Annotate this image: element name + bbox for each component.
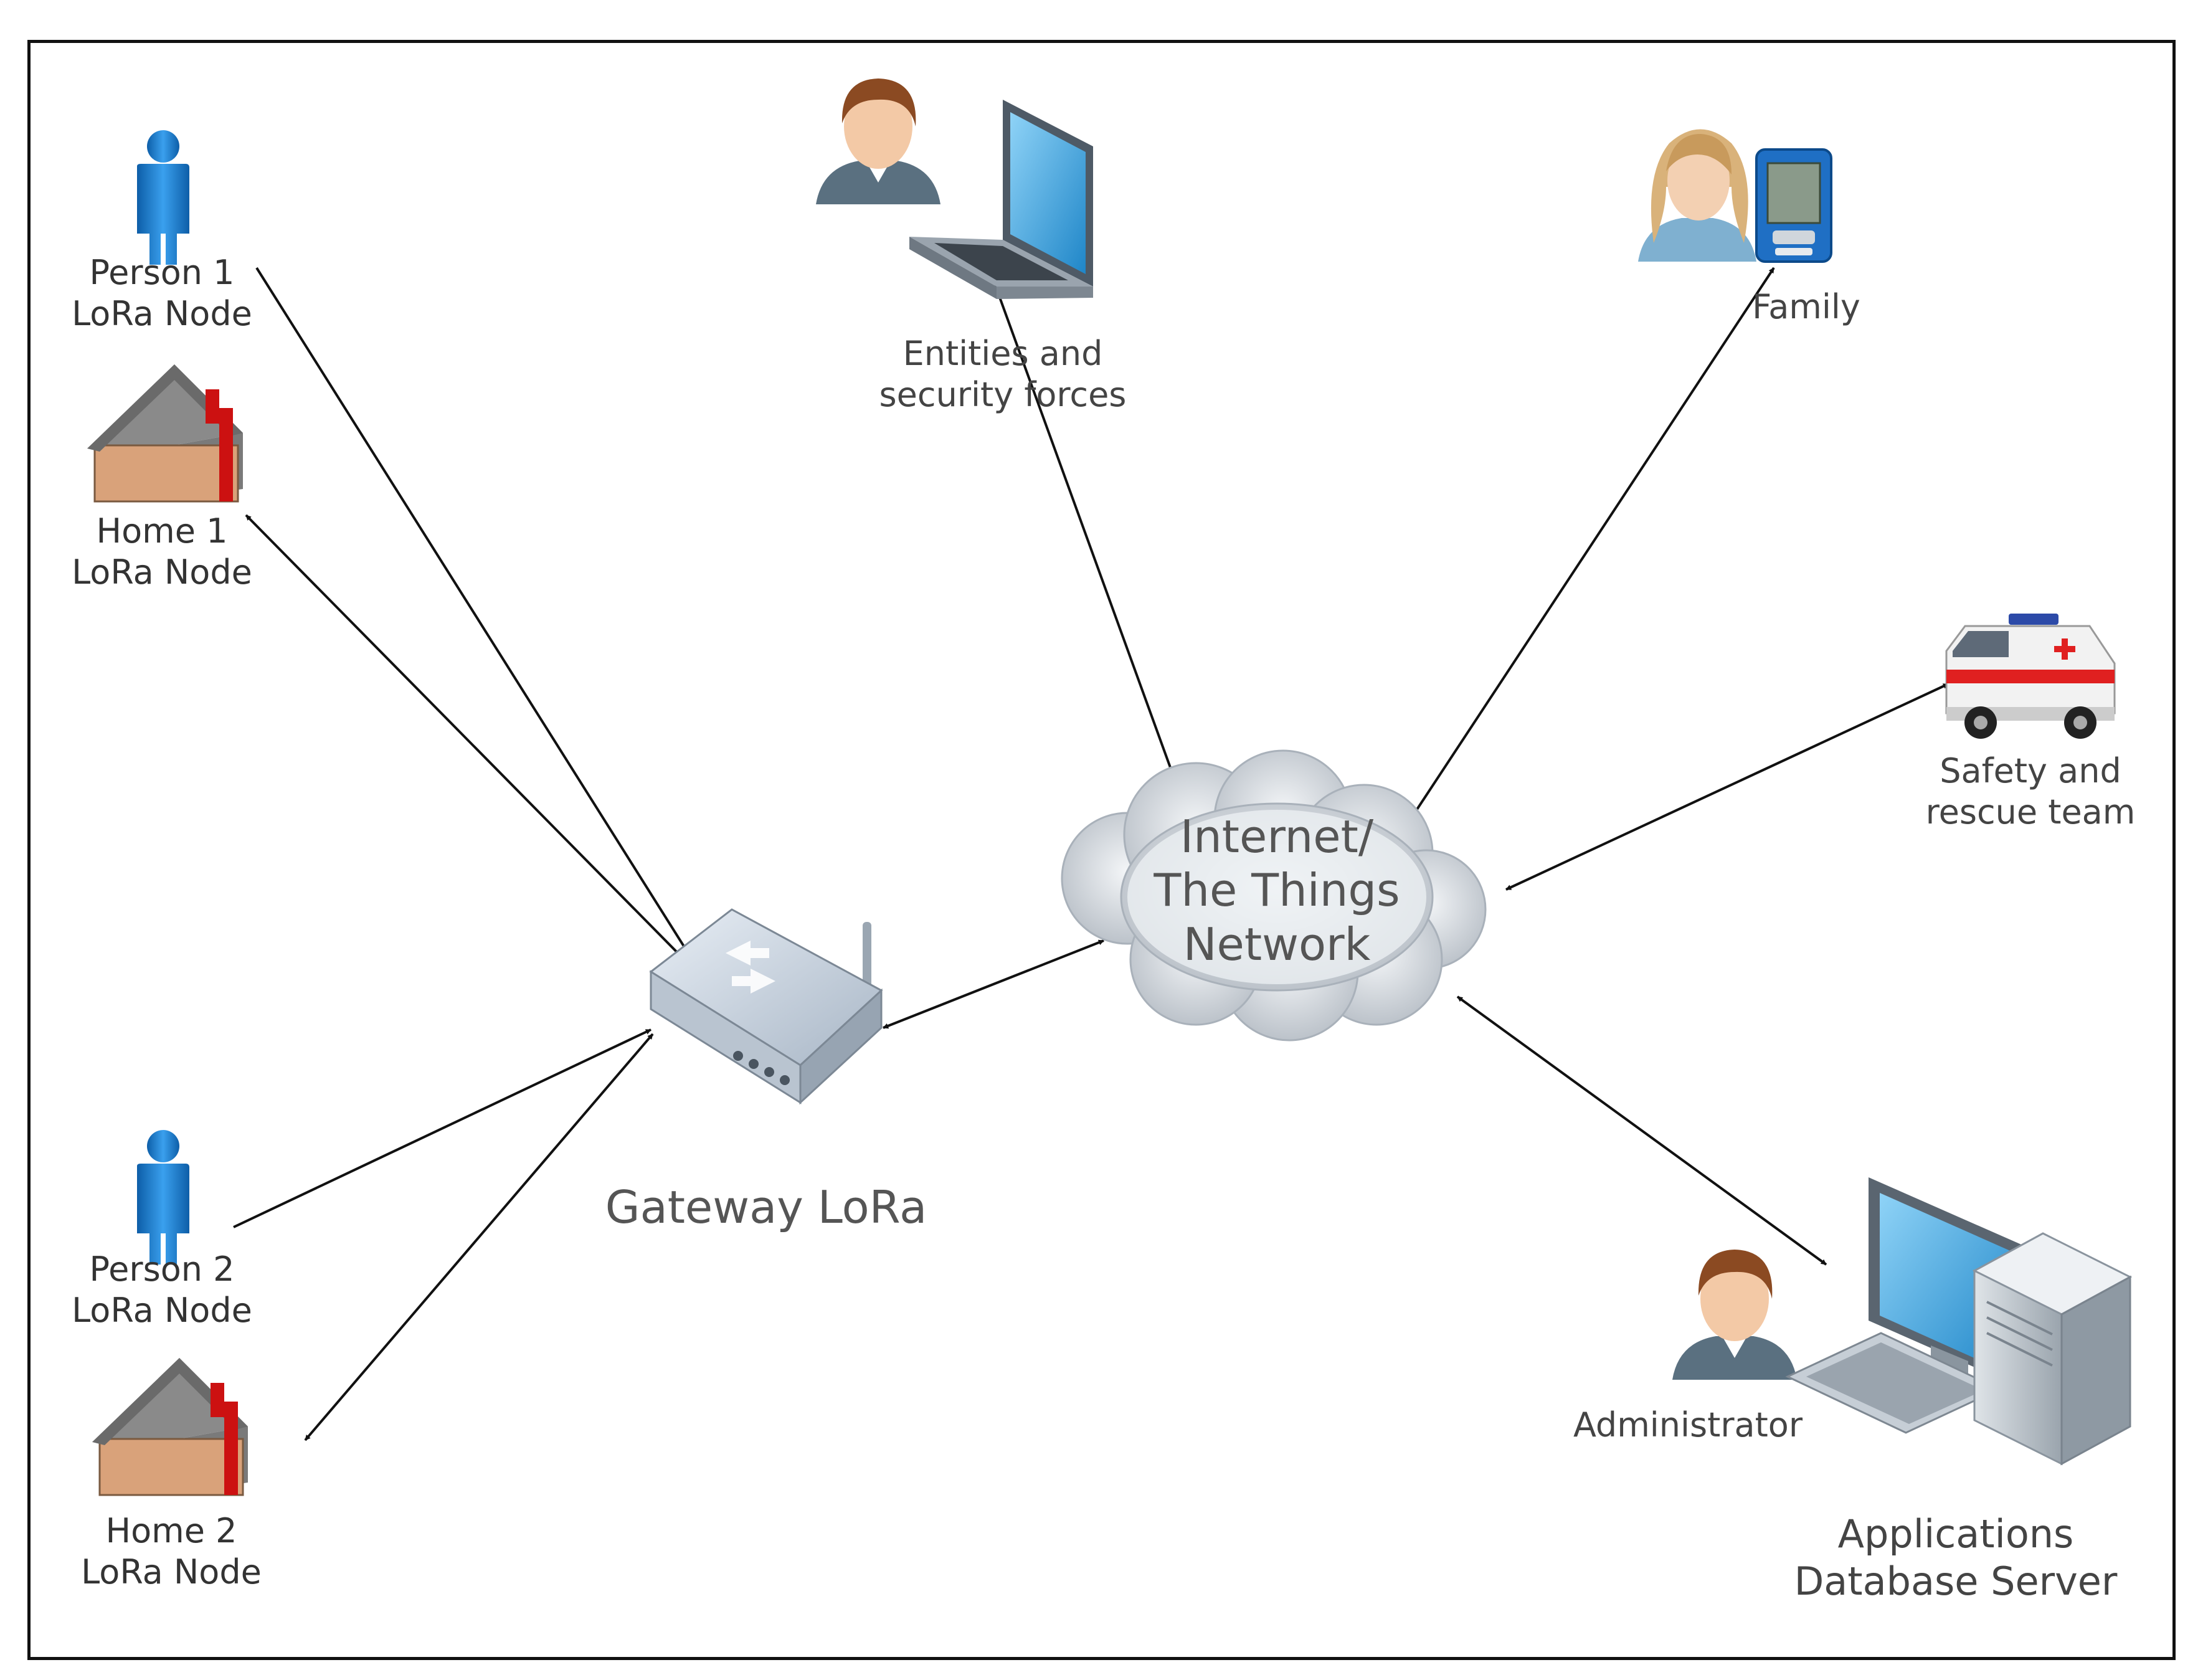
house-icon (92, 1358, 248, 1496)
edge-home1-gateway (245, 514, 691, 967)
rescue-label: Safety and rescue team (1925, 751, 2136, 832)
router-icon (649, 908, 883, 1105)
woman-icon (1638, 129, 1756, 262)
edge-cloud-family (1411, 267, 1775, 817)
edge-person1-gateway (255, 267, 691, 957)
edge-cloud-server (1456, 995, 1827, 1266)
edge-cloud-entities (994, 285, 1185, 804)
diagram-frame (27, 40, 2176, 1660)
cloud-label: Internet/ The Things Network (1154, 810, 1400, 971)
edge-cloud-rescue (1505, 683, 1949, 891)
ambulance-icon (1945, 614, 2116, 739)
user-icon (816, 78, 940, 204)
gateway-label: Gateway LoRa (605, 1181, 927, 1233)
edges (233, 267, 1949, 1441)
family-label: Family (1752, 287, 1860, 326)
edge-gateway-cloud (883, 939, 1104, 1029)
home2-label: Home 2 LoRa Node (81, 1511, 262, 1592)
desktop-computer-icon (1785, 1177, 2133, 1466)
house-icon (87, 364, 243, 503)
administrator-label: Administrator (1573, 1405, 1803, 1445)
entities-label: Entities and security forces (879, 334, 1127, 414)
person-icon (137, 130, 189, 265)
pda-icon (1755, 148, 1832, 263)
person1-label: Person 1 LoRa Node (72, 253, 252, 333)
server-label: Applications Database Server (1794, 1511, 2118, 1604)
person-icon (137, 1130, 189, 1265)
cloud-icon (1061, 749, 1487, 1042)
laptop-icon (909, 100, 1093, 299)
user-icon (1672, 1250, 1797, 1380)
home1-label: Home 1 LoRa Node (72, 511, 252, 592)
person2-label: Person 2 LoRa Node (72, 1250, 252, 1330)
edge-home2-gateway (304, 1033, 654, 1441)
